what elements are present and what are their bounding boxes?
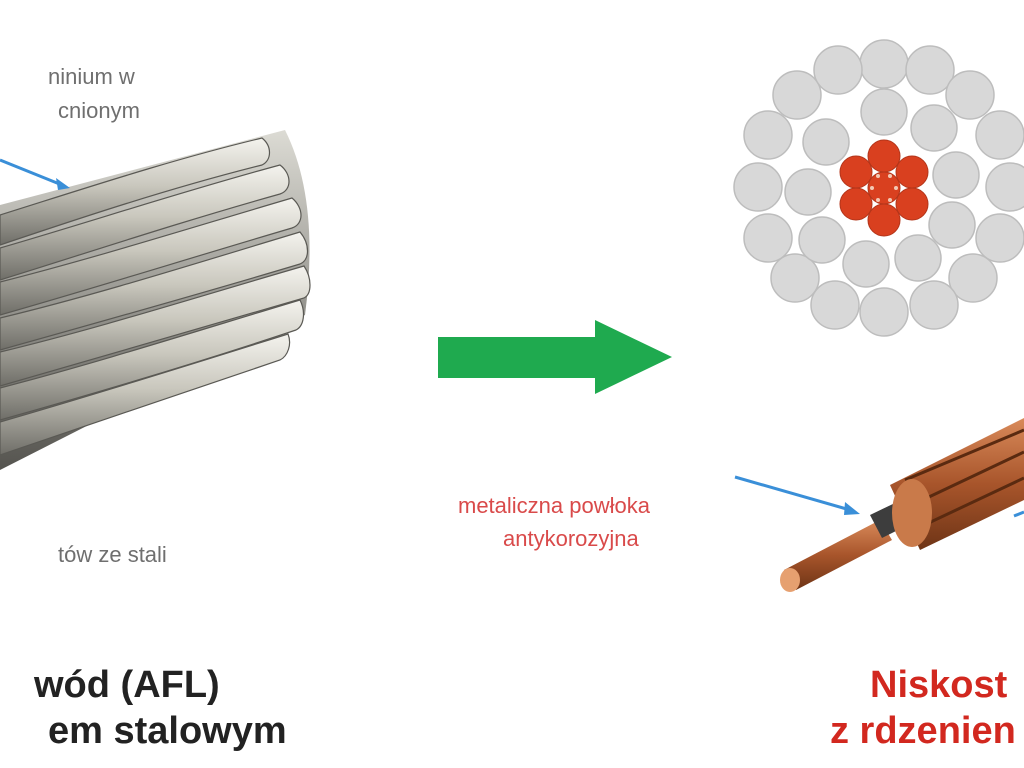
right-caption-line2: z rdzenien <box>830 710 1016 752</box>
aluminium-label-line1: ninium w <box>48 64 135 89</box>
coating-label-line1: metaliczna powłoka <box>458 493 650 518</box>
inner-strands <box>784 88 980 288</box>
coating-pointer-line <box>734 475 851 512</box>
coating-label-line2: antykorozyjna <box>503 526 639 551</box>
aluminium-label-line2: cnionym <box>58 98 140 123</box>
core-strands <box>839 139 929 237</box>
right-caption-line1: Niskost <box>870 664 1008 706</box>
afl-caption-line1: wód (AFL) <box>34 664 220 706</box>
afl-caption-line2: em stalowym <box>48 710 287 752</box>
steel-wires-label: tów ze stali <box>58 542 167 567</box>
cable-strands <box>0 137 311 456</box>
aluminium-pointer-line <box>0 158 63 187</box>
outer-strands <box>733 39 1024 337</box>
